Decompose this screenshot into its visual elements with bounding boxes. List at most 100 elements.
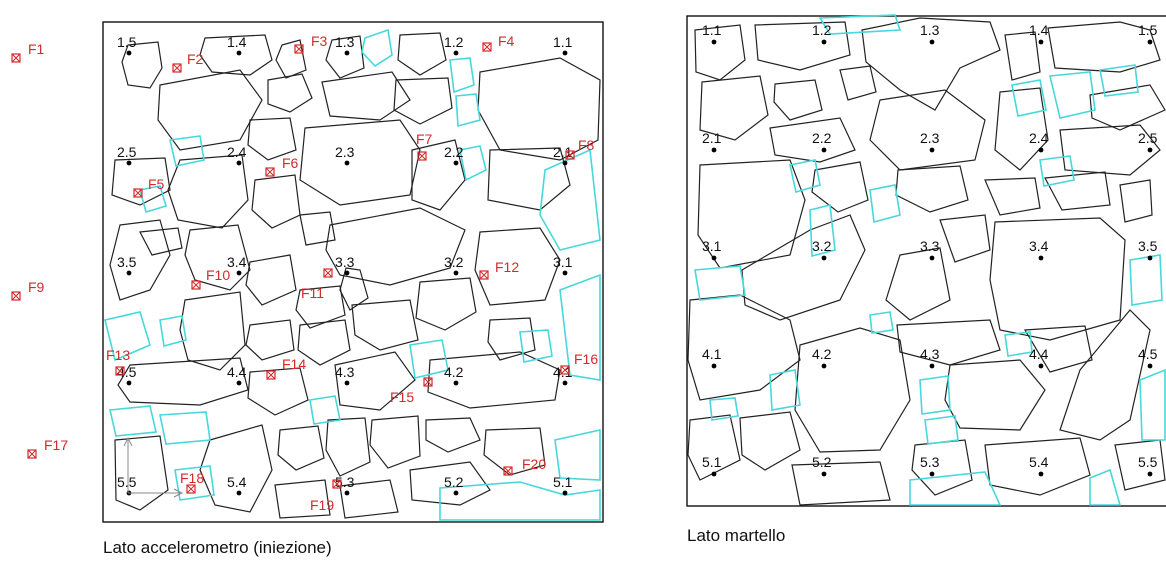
point-label: 5.2 <box>444 474 464 490</box>
point-label: 1.3 <box>335 34 355 50</box>
measurement-points: 1.1 1.2 1.3 1.4 1.5 2.1 2.2 2.3 2.4 2.5 … <box>702 22 1158 477</box>
point-label: 3.1 <box>553 254 573 270</box>
marker-icon <box>11 291 21 301</box>
marker-icon <box>479 270 489 280</box>
point-label: 4.3 <box>920 346 940 362</box>
grout-layer <box>104 28 601 521</box>
point-label: 2.5 <box>1138 130 1158 146</box>
point-label: 3.1 <box>702 238 722 254</box>
marker-icon <box>417 151 427 161</box>
point-label: 4.4 <box>227 364 247 380</box>
panel-frame <box>102 21 604 523</box>
point-label: 5.4 <box>227 474 247 490</box>
point-label: 2.2 <box>812 130 832 146</box>
point-label: 3.5 <box>117 254 137 270</box>
marker-label: F7 <box>416 131 433 147</box>
point-label: 5.4 <box>1029 454 1049 470</box>
point-label: 2.2 <box>444 144 464 160</box>
marker-icon <box>560 365 570 375</box>
point-label: 4.3 <box>335 364 355 380</box>
marker-label: F5 <box>148 176 165 192</box>
marker-label: F2 <box>187 51 204 67</box>
marker-label: F18 <box>180 470 204 486</box>
marker-label: F17 <box>44 437 68 453</box>
point-label: 5.2 <box>812 454 832 470</box>
point-label: 1.4 <box>1029 22 1049 38</box>
point-label: 5.3 <box>920 454 940 470</box>
marker-label: F13 <box>106 347 130 363</box>
marker-label: F1 <box>28 41 45 57</box>
point-label: 4.5 <box>1138 346 1158 362</box>
point-label: 5.5 <box>1138 454 1158 470</box>
marker-icon <box>482 42 492 52</box>
grout-layer <box>694 14 1166 506</box>
marker-label: F12 <box>495 259 519 275</box>
point-label: 3.5 <box>1138 238 1158 254</box>
point-label: 4.4 <box>1029 346 1049 362</box>
marker-icon <box>27 449 37 459</box>
point-label: 3.4 <box>227 254 247 270</box>
point-label: 3.2 <box>812 238 832 254</box>
point-label: 1.4 <box>227 34 247 50</box>
point-label: 1.2 <box>444 34 464 50</box>
point-label: 5.3 <box>335 474 355 490</box>
point-label: 5.1 <box>553 474 573 490</box>
marker-label: F16 <box>574 351 598 367</box>
stone-layer <box>109 32 601 519</box>
point-label: 3.3 <box>335 254 355 270</box>
point-label: 4.2 <box>444 364 464 380</box>
point-label: 1.1 <box>702 22 722 38</box>
marker-label: F8 <box>578 137 595 153</box>
marker-icon <box>266 370 276 380</box>
point-label: 1.3 <box>920 22 940 38</box>
marker-icon <box>332 479 342 489</box>
marker-label: F14 <box>282 356 306 372</box>
marker-label: F10 <box>206 267 230 283</box>
point-label: 3.2 <box>444 254 464 270</box>
stone-layer <box>687 17 1166 506</box>
marker-label: F20 <box>522 456 546 472</box>
injection-markers: F1 F2 F3 F4 F5 F6 F7 F8 F9 F10 F11 F12 <box>11 33 598 513</box>
marker-icon <box>115 366 125 376</box>
panel-caption: Lato martello <box>687 526 785 545</box>
point-label: 1.1 <box>553 34 573 50</box>
point-label: 3.3 <box>920 238 940 254</box>
marker-label: F11 <box>301 285 324 301</box>
point-label: 3.4 <box>1029 238 1049 254</box>
marker-icon <box>565 150 575 160</box>
point-label: 2.4 <box>1029 130 1049 146</box>
marker-label: F15 <box>390 389 414 405</box>
marker-icon <box>265 167 275 177</box>
point-label: 5.1 <box>702 454 722 470</box>
panel-caption: Lato accelerometro (iniezione) <box>103 538 332 557</box>
panel-hammer-side: 1.1 1.2 1.3 1.4 1.5 2.1 2.2 2.3 2.4 2.5 … <box>686 14 1166 545</box>
point-label: 1.5 <box>117 34 137 50</box>
measurement-points: 1.5 1.4 1.3 1.2 1.1 2.5 2.4 2.3 2.2 2.1 … <box>117 34 573 496</box>
marker-icon <box>11 53 21 63</box>
point-label: 2.3 <box>920 130 940 146</box>
marker-icon <box>186 484 196 494</box>
axis-arrows-icon <box>123 436 184 498</box>
point-label: 2.4 <box>227 144 247 160</box>
marker-label: F9 <box>28 279 45 295</box>
marker-icon <box>133 188 143 198</box>
point-label: 4.1 <box>702 346 722 362</box>
point-label: 4.5 <box>117 364 137 380</box>
marker-icon <box>423 377 433 387</box>
marker-label: F19 <box>310 497 334 513</box>
marker-icon <box>323 268 333 278</box>
point-label: 1.2 <box>812 22 832 38</box>
marker-icon <box>503 466 513 476</box>
marker-icon <box>172 63 182 73</box>
point-label: 5.5 <box>117 474 137 490</box>
panel-accelerometer-side: 1.5 1.4 1.3 1.2 1.1 2.5 2.4 2.3 2.2 2.1 … <box>11 21 604 557</box>
point-label: 2.3 <box>335 144 355 160</box>
marker-label: F6 <box>282 155 299 171</box>
panel-frame <box>686 15 1166 507</box>
point-label: 1.5 <box>1138 22 1158 38</box>
point-label: 2.5 <box>117 144 137 160</box>
marker-label: F4 <box>498 33 515 49</box>
point-label: 2.1 <box>702 130 722 146</box>
marker-icon <box>191 280 201 290</box>
